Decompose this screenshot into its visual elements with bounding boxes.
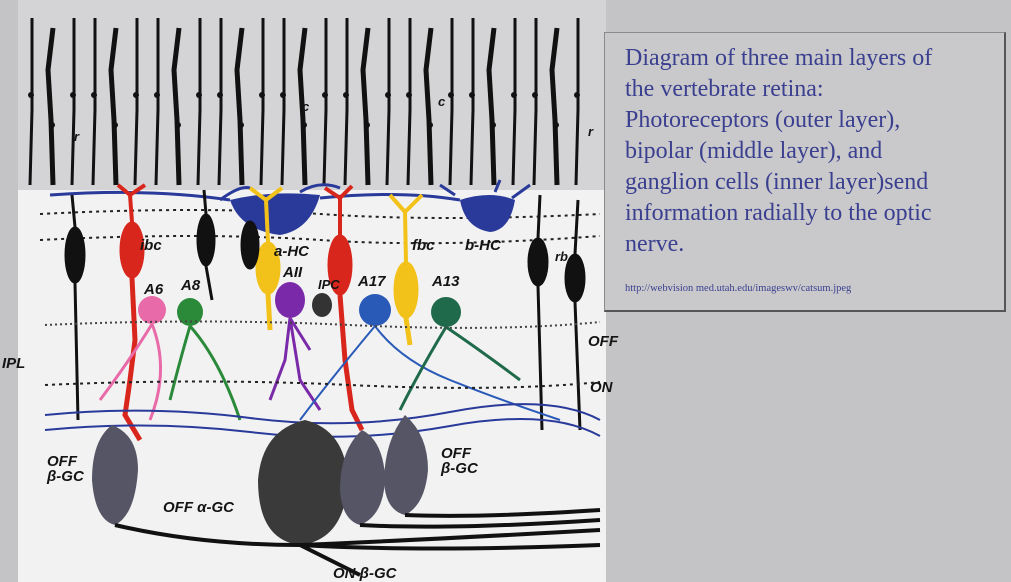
label-ipl: IPL xyxy=(2,356,25,371)
ipc-cell xyxy=(312,293,332,317)
a17-cell xyxy=(359,294,391,326)
photoreceptor-nucleus xyxy=(175,122,181,128)
label-a-hc: a-HC xyxy=(274,244,309,259)
photoreceptor-nucleus xyxy=(301,122,307,128)
a13-cell xyxy=(431,297,461,327)
label-c-left: c xyxy=(302,100,309,113)
photoreceptor-nucleus xyxy=(427,122,433,128)
photoreceptor-nucleus xyxy=(196,92,202,98)
label-off-right: OFF xyxy=(588,334,618,349)
label-r-left: r xyxy=(74,130,79,143)
label-a17: A17 xyxy=(358,274,386,289)
photoreceptor-nucleus xyxy=(574,92,580,98)
label-ipc: IPC xyxy=(318,278,340,291)
label-a13: A13 xyxy=(432,274,460,289)
aii-cell xyxy=(275,282,305,318)
label-a6: A6 xyxy=(144,282,163,297)
label-fbc: fbc xyxy=(412,238,435,253)
photoreceptor-nucleus xyxy=(406,92,412,98)
photoreceptor-nucleus xyxy=(280,92,286,98)
label-ibc: ibc xyxy=(140,238,162,253)
label-c-right: c xyxy=(438,95,445,108)
label-b-hc: b-HC xyxy=(465,238,501,253)
photoreceptor-nucleus xyxy=(154,92,160,98)
label-off-alpha-gc: OFF α-GC xyxy=(163,500,234,515)
photoreceptor-nucleus xyxy=(217,92,223,98)
diagram-top-shade xyxy=(18,0,606,190)
photoreceptor-nucleus xyxy=(91,92,97,98)
label-off-beta-gc-left: OFF β-GC xyxy=(47,454,84,484)
photoreceptor-nucleus xyxy=(511,92,517,98)
photoreceptor-nucleus xyxy=(553,122,559,128)
photoreceptor-nucleus xyxy=(238,122,244,128)
photoreceptor-nucleus xyxy=(469,92,475,98)
label-a8: A8 xyxy=(181,278,200,293)
photoreceptor-nucleus xyxy=(532,92,538,98)
a6-cell xyxy=(138,296,166,324)
label-on-beta-gc: ON β-GC xyxy=(333,566,396,581)
caption-source-url: http://webvision med.utah.edu/imageswv/c… xyxy=(625,283,851,294)
photoreceptor-nucleus xyxy=(343,92,349,98)
label-rb: rb xyxy=(555,250,568,263)
photoreceptor-nucleus xyxy=(490,122,496,128)
label-aii: AII xyxy=(283,265,302,280)
label-off-beta-gc-right: OFF β-GC xyxy=(441,446,478,476)
label-r-right: r xyxy=(588,125,593,138)
label-on-right: ON xyxy=(590,380,613,395)
caption-box: Diagram of three main layers of the vert… xyxy=(604,32,1006,312)
caption-text: Diagram of three main layers of the vert… xyxy=(625,43,1000,260)
photoreceptor-nucleus xyxy=(28,92,34,98)
photoreceptor-nucleus xyxy=(364,122,370,128)
photoreceptor-nucleus xyxy=(133,92,139,98)
photoreceptor-nucleus xyxy=(70,92,76,98)
photoreceptor-nucleus xyxy=(259,92,265,98)
photoreceptor-nucleus xyxy=(112,122,118,128)
photoreceptor-nucleus xyxy=(448,92,454,98)
photoreceptor-nucleus xyxy=(49,122,55,128)
photoreceptor-nucleus xyxy=(385,92,391,98)
photoreceptor-nucleus xyxy=(322,92,328,98)
